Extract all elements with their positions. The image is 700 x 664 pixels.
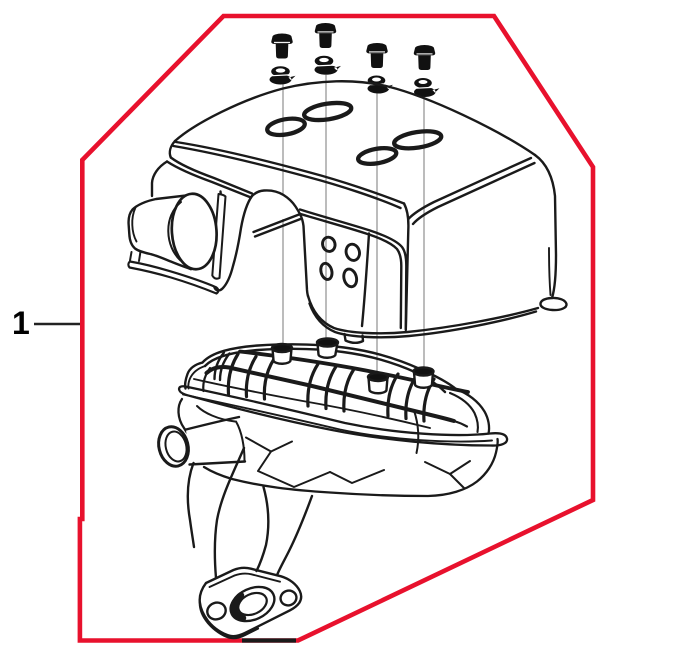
svg-text:1: 1	[12, 305, 30, 341]
